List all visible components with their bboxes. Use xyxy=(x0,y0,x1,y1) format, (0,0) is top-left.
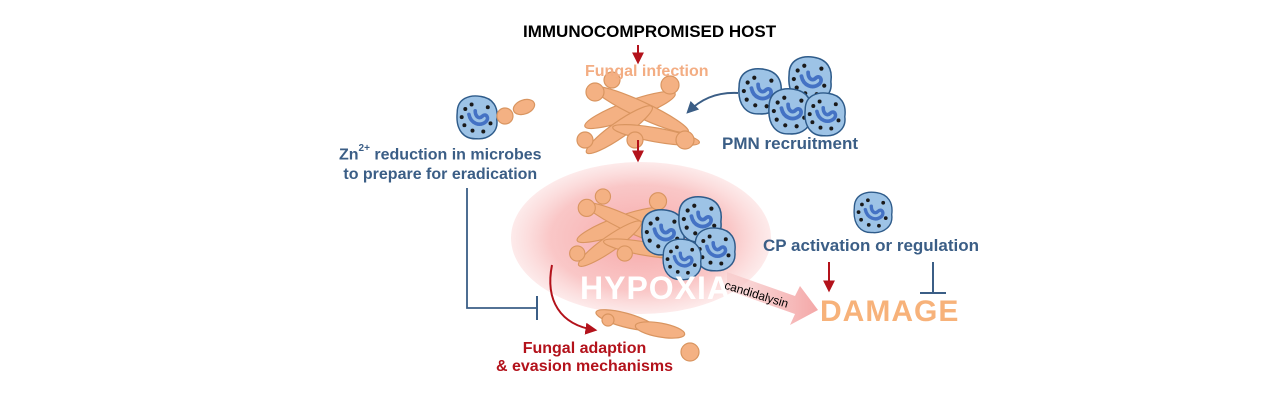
cp-activation-label: CP activation or regulation xyxy=(763,236,980,255)
fungal-infection-label: Fungal infection xyxy=(585,63,709,80)
arrow-pmn-to-infection xyxy=(686,91,739,114)
zn-line1-rest: reduction in microbes xyxy=(369,146,542,164)
fungal-cluster-adapted xyxy=(595,309,700,362)
pmn-cluster xyxy=(736,54,847,138)
hypoxia-label: HYPOXIA xyxy=(580,270,732,306)
adaption-line2: & evasion mechanisms xyxy=(496,358,673,375)
neutrophil-with-yeast-left xyxy=(455,94,536,141)
adaption-line1: Fungal adaption xyxy=(522,340,647,357)
damage-label: DAMAGE xyxy=(820,295,960,328)
candidalysin-arrow xyxy=(727,272,818,325)
zn-line2: to prepare for eradication xyxy=(343,166,538,184)
zn-prefix: Zn xyxy=(339,146,359,164)
pmn-recruitment-label: PMN recruitment xyxy=(722,134,859,153)
zn-inhibition-line xyxy=(466,188,537,309)
neutrophil-cp xyxy=(852,190,894,235)
host-label: IMMUNOCOMPROMISED HOST xyxy=(523,22,777,41)
fungal-adaption-label: Fungal adaption & evasion mechanisms xyxy=(496,340,673,376)
arrow-hypoxia-to-adaption xyxy=(549,264,598,335)
zn-superscript: 2+ xyxy=(358,143,370,154)
zn-reduction-label: Zn2+ reduction in microbes to prepare fo… xyxy=(339,141,542,185)
